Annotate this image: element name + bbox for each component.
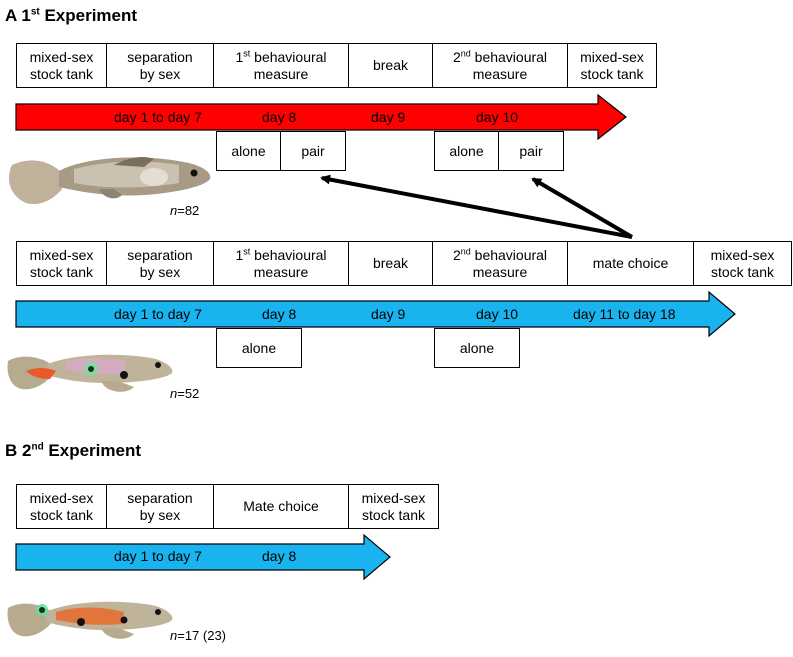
- stage-stock-tank-end: mixed-sex stock tank: [580, 48, 644, 82]
- stage-separation: separation by sex: [107, 242, 214, 285]
- stage-stock-tank-end: mixed-sex stock tank: [361, 489, 426, 523]
- stage-ordinal-suffix: st: [243, 245, 251, 256]
- stage-stock-tank-end: mixed-sex stock tank: [710, 246, 775, 280]
- n-value: =52: [177, 386, 200, 401]
- stage-ordinal-number: 1: [235, 48, 244, 65]
- red-day-label: day 9: [371, 109, 406, 125]
- stage-second-behaviour: 2nd behavioural measure: [433, 44, 568, 87]
- red-day-label: day 1 to day 7: [114, 109, 202, 125]
- link-arrow-to-pair-1: [320, 174, 633, 239]
- blue-sample-size: n=52: [170, 386, 199, 401]
- stage-ordinal-number: 2: [452, 246, 461, 263]
- blue-day-label: day 8: [262, 306, 297, 322]
- heading-b-suffix: Experiment: [43, 441, 141, 460]
- stage-stock-tank: mixed-sex stock tank: [17, 242, 107, 285]
- heading-experiment-1: A 1st Experiment: [5, 6, 137, 26]
- stage-break: break: [349, 242, 433, 285]
- stage-ordinal-suffix: nd: [460, 47, 471, 58]
- exp2-day-label: day 1 to day 7: [114, 548, 202, 564]
- sub-pair: pair: [301, 142, 325, 159]
- n-symbol: n: [170, 386, 178, 401]
- link-arrow-to-pair-2: [531, 177, 634, 239]
- male-guppy-image: [7, 354, 173, 392]
- red-day-label: day 8: [262, 109, 297, 125]
- sub-alone: alone: [217, 132, 281, 170]
- blue-day-label: day 10: [476, 306, 519, 322]
- female-guppy-image: [8, 157, 211, 205]
- heading-a-prefix: A 1: [5, 6, 31, 25]
- stage-stock-tank: mixed-sex stock tank: [17, 485, 107, 528]
- heading-b-sup: nd: [31, 441, 44, 453]
- blue-sub-second: alone: [434, 328, 520, 368]
- stage-separation: separation by sex: [107, 44, 214, 87]
- exp2-day-label: day 8: [262, 548, 297, 564]
- stage-separation: separation by sex: [107, 485, 214, 528]
- sub-alone: alone: [435, 132, 499, 170]
- stage-stock-tank: mixed-sex stock tank: [17, 44, 107, 87]
- stage-label: behavioural measure: [253, 48, 327, 82]
- stage-ordinal-suffix: st: [243, 47, 251, 58]
- sub-pair: pair: [519, 142, 543, 159]
- sub-alone: alone: [241, 339, 277, 356]
- sub-alone: alone: [459, 339, 495, 356]
- n-symbol: n: [170, 203, 178, 218]
- stage-label: behavioural measure: [253, 246, 327, 280]
- red-sub-second: alone pair: [434, 131, 564, 171]
- stage-mate-choice: Mate choice: [214, 485, 349, 528]
- n-value: =82: [177, 203, 200, 218]
- n-value: =17 (23): [177, 628, 227, 643]
- red-sub-first: alone pair: [216, 131, 346, 171]
- red-sample-size: n=82: [170, 203, 199, 218]
- blue-day-label: day 1 to day 7: [114, 306, 202, 322]
- exp1-red-stage-row: mixed-sex stock tank separation by sex 1…: [16, 43, 657, 88]
- blue-timeline-arrow-2: [15, 533, 391, 581]
- exp2-stage-row: mixed-sex stock tank separation by sex M…: [16, 484, 439, 529]
- heading-b-prefix: B 2: [5, 441, 32, 460]
- heading-experiment-2: B 2nd Experiment: [5, 441, 141, 461]
- heading-a-sup: st: [30, 6, 40, 18]
- red-timeline-arrow: [15, 93, 627, 141]
- blue-day-label: day 9: [371, 306, 406, 322]
- exp1-blue-stage-row: mixed-sex stock tank separation by sex 1…: [16, 241, 792, 286]
- blue-timeline-arrow-1: [15, 290, 736, 338]
- stage-first-behaviour: 1st behavioural measure: [214, 242, 349, 285]
- stage-ordinal-number: 2: [452, 48, 461, 65]
- heading-a-suffix: Experiment: [39, 6, 138, 25]
- exp2-sample-size: n=17 (23): [170, 628, 226, 643]
- stage-label: behavioural measure: [472, 246, 548, 280]
- stage-first-behaviour: 1st behavioural measure: [214, 44, 349, 87]
- stage-mate-choice: mate choice: [568, 242, 694, 285]
- red-day-label: day 10: [476, 109, 519, 125]
- n-symbol: n: [170, 628, 178, 643]
- blue-day-label: day 11 to day 18: [573, 306, 676, 322]
- blue-sub-first: alone: [216, 328, 302, 368]
- stage-ordinal-suffix: nd: [460, 245, 471, 256]
- stage-ordinal-number: 1: [235, 246, 244, 263]
- male-guppy-image: [7, 601, 173, 639]
- stage-second-behaviour: 2nd behavioural measure: [433, 242, 568, 285]
- stage-break: break: [349, 44, 433, 87]
- stage-label: behavioural measure: [472, 48, 548, 82]
